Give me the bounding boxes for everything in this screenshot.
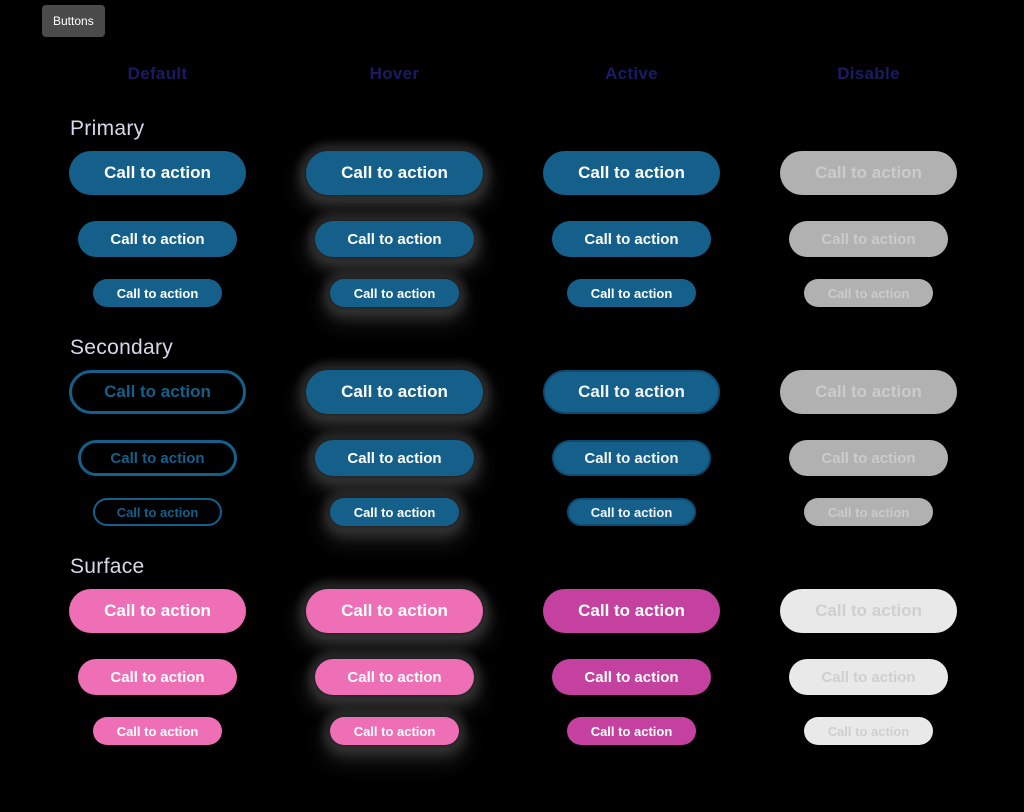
btn-surface-hover-medium[interactable]: Call to action	[315, 659, 474, 695]
secondary-small-button-row: Call to action Call to action Call to acti…	[60, 498, 966, 526]
btn-secondary-active-large[interactable]: Call to action	[543, 370, 720, 414]
btn-primary-disable-small: Call to action	[804, 279, 933, 307]
btn-secondary-disable-large: Call to action	[780, 370, 957, 414]
section-label-surface: Surface	[70, 555, 145, 578]
surface-small-button-row: Call to action Call to action Call to acti…	[60, 717, 966, 745]
secondary-medium-button-row: Call to action Call to action Call to acti…	[60, 440, 966, 476]
btn-primary-hover-medium[interactable]: Call to action	[315, 221, 474, 257]
btn-secondary-default-small[interactable]: Call to action	[93, 498, 222, 526]
btn-primary-active-large[interactable]: Call to action	[543, 151, 720, 195]
column-header-disable: Disable	[837, 64, 900, 83]
btn-primary-hover-large[interactable]: Call to action	[306, 151, 483, 195]
state-header-row: Default Hover Active Disable	[60, 64, 966, 88]
btn-secondary-active-small[interactable]: Call to action	[567, 498, 696, 526]
btn-surface-active-large[interactable]: Call to action	[543, 589, 720, 633]
btn-surface-hover-large[interactable]: Call to action	[306, 589, 483, 633]
btn-surface-disable-small: Call to action	[804, 717, 933, 745]
column-header-active: Active	[605, 64, 658, 83]
surface-large-button-row: Call to action Call to action Call to acti…	[60, 589, 966, 633]
btn-primary-active-medium[interactable]: Call to action	[552, 221, 711, 257]
btn-secondary-hover-large[interactable]: Call to action	[306, 370, 483, 414]
secondary-large-button-row: Call to action Call to action Call to acti…	[60, 370, 966, 414]
primary-small-button-row: Call to action Call to action Call to acti…	[60, 279, 966, 307]
btn-primary-default-large[interactable]: Call to action	[69, 151, 246, 195]
primary-large-button-row: Call to action Call to action Call to acti…	[60, 151, 966, 195]
btn-primary-disable-medium: Call to action	[789, 221, 948, 257]
btn-surface-default-medium[interactable]: Call to action	[78, 659, 237, 695]
btn-secondary-default-large[interactable]: Call to action	[69, 370, 246, 414]
btn-secondary-default-medium[interactable]: Call to action	[78, 440, 237, 476]
layer-tag-buttons: Buttons	[42, 5, 105, 37]
btn-primary-active-small[interactable]: Call to action	[567, 279, 696, 307]
btn-primary-default-medium[interactable]: Call to action	[78, 221, 237, 257]
btn-surface-disable-large: Call to action	[780, 589, 957, 633]
btn-surface-default-small[interactable]: Call to action	[93, 717, 222, 745]
btn-surface-hover-small[interactable]: Call to action	[330, 717, 459, 745]
btn-primary-default-small[interactable]: Call to action	[93, 279, 222, 307]
btn-surface-active-medium[interactable]: Call to action	[552, 659, 711, 695]
btn-secondary-active-medium[interactable]: Call to action	[552, 440, 711, 476]
column-header-default: Default	[127, 64, 188, 83]
surface-medium-button-row: Call to action Call to action Call to acti…	[60, 659, 966, 695]
btn-primary-disable-large: Call to action	[780, 151, 957, 195]
section-label-secondary: Secondary	[70, 336, 174, 359]
btn-secondary-hover-medium[interactable]: Call to action	[315, 440, 474, 476]
btn-surface-disable-medium: Call to action	[789, 659, 948, 695]
btn-secondary-disable-medium: Call to action	[789, 440, 948, 476]
section-label-primary: Primary	[70, 117, 145, 140]
column-header-hover: Hover	[369, 64, 420, 83]
btn-primary-hover-small[interactable]: Call to action	[330, 279, 459, 307]
btn-secondary-hover-small[interactable]: Call to action	[330, 498, 459, 526]
primary-medium-button-row: Call to action Call to action Call to acti…	[60, 221, 966, 257]
btn-surface-active-small[interactable]: Call to action	[567, 717, 696, 745]
btn-surface-default-large[interactable]: Call to action	[69, 589, 246, 633]
btn-secondary-disable-small: Call to action	[804, 498, 933, 526]
